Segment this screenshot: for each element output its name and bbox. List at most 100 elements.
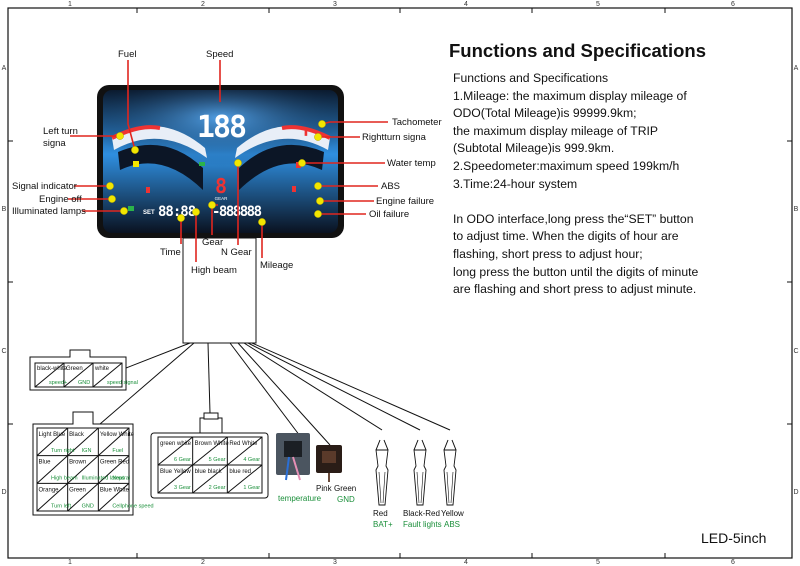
harness-box [182, 237, 257, 344]
grid-diagonal [36, 482, 69, 512]
callout-dot [314, 210, 322, 218]
callout-abs: ABS [381, 181, 400, 192]
spec-title: Functions and Specifications [449, 40, 706, 61]
grid-diagonal [67, 427, 99, 457]
spec-line: Functions and Specifications [453, 71, 609, 85]
callout-fuel: Fuel [118, 49, 136, 60]
terminal-ridge [446, 471, 450, 504]
callout-mileage: Mileage [260, 260, 293, 271]
callout-dot [108, 195, 116, 203]
bullet-wire-1: Black-Red [403, 509, 440, 518]
grid-row-label: C [793, 348, 798, 355]
pin-function: GND [82, 503, 94, 509]
temperature-plug: temperature [276, 433, 322, 503]
temp-plug-wire: Pink [316, 484, 333, 493]
pin-function: High beam [51, 476, 78, 482]
grid-col-label: 1 [68, 1, 72, 8]
terminal-crimp [375, 439, 389, 451]
bullet-label-0: BAT+ [373, 520, 393, 529]
grid-diagonal [192, 436, 228, 466]
grid-diagonal [36, 455, 69, 484]
pin-function: Cellphone speed [112, 503, 153, 509]
callout-speed: Speed [206, 49, 233, 60]
callout-dot [116, 132, 124, 140]
grid-col-label: 3 [333, 1, 337, 8]
grid-diagonal [227, 436, 263, 466]
inner-wedge-left [118, 144, 203, 190]
callout-line [127, 60, 136, 151]
spec-line: are flashing and short press to adjust m… [453, 282, 697, 297]
grid-diagonal [227, 464, 263, 494]
grid-diagonal [97, 427, 130, 457]
bullet-terminal [375, 439, 389, 506]
callout-oil-failure: Oil failure [369, 209, 409, 220]
gnd-plug-wire: Green [334, 484, 356, 493]
temp-bar [292, 186, 296, 192]
callout-left-turn-2: signa [43, 138, 66, 149]
callout-dot [177, 214, 185, 222]
pin-function: 6 Gear [174, 457, 191, 463]
grid-diagonal [67, 482, 99, 512]
grid-diagonal [192, 464, 228, 494]
spec-line: the maximum display mileage of TRIP [453, 123, 659, 138]
gnd-plug-label: GND [337, 495, 355, 504]
callout-dot [131, 146, 139, 154]
grid-col-label: 6 [731, 1, 735, 8]
pin-function: Illuminated lamps [82, 476, 125, 482]
callout-right-turn: Rightturn signa [362, 132, 427, 143]
water-indicator [296, 162, 301, 168]
callout-dot [298, 159, 306, 167]
pin-wire-color: Yellow White [100, 432, 135, 438]
pin-function: IGN [82, 448, 92, 454]
fuel-indicator [133, 161, 139, 167]
pin-wire-color: Blue Yellow [160, 469, 191, 475]
pin-function: Turn left [51, 503, 71, 509]
bullet-terminal [413, 439, 427, 506]
callout-n-gear: N Gear [221, 247, 252, 258]
model-label: LED-5inch [701, 530, 767, 546]
grid-col-label: 1 [68, 559, 72, 566]
grid-row-label: A [2, 65, 7, 72]
dashboard-display: 188 8 GEAR SET 88:88 -888888 ▮ [97, 85, 344, 238]
terminal-ridge [416, 471, 420, 504]
callout-dot [318, 120, 326, 128]
bullet-wire-2: Yellow [441, 509, 464, 518]
grid-col-label: 5 [596, 1, 600, 8]
spec-line: 1.Mileage: the maximum display mileage o… [453, 88, 687, 103]
pin-wire-color: Brown White [195, 441, 230, 447]
terminal-ridge [420, 471, 424, 504]
spec-line: 2.Speedometer:maximum speed 199km/h [453, 158, 680, 173]
harness-wires [99, 342, 451, 446]
callout-engine-off: Engine off [39, 194, 82, 205]
callout-dot [106, 182, 114, 190]
pin-function: Neutral [112, 476, 130, 482]
pin-function: Fuel [112, 448, 123, 454]
spec-line: (Subtotal Mileage)is 999.9km. [453, 141, 615, 156]
callout-lines [68, 60, 388, 262]
spec-line: In ODO interface,long press the“SET” but… [453, 211, 694, 226]
pin-wire-color: Green [69, 487, 86, 493]
callout-water-temp: Water temp [387, 158, 436, 169]
callout-dot [208, 201, 216, 209]
pin-wire-color: Orange [39, 487, 60, 493]
grid-col-label: 6 [731, 559, 735, 566]
spec-line: ODO(Total Mileage)is 99999.9km; [453, 106, 637, 121]
callout-tachometer: Tachometer [392, 117, 442, 128]
gnd-plug: Pink Green GND [316, 445, 356, 504]
grid-row-label: C [1, 348, 6, 355]
spec-body: Functions and Specifications 1.Mileage: t… [453, 70, 793, 299]
pin-wire-color: Blue [39, 460, 52, 466]
terminal-crimp [413, 439, 427, 451]
callout-gear: Gear [202, 237, 223, 248]
pin-function: 4 Gear [243, 457, 260, 463]
callout-dot [314, 133, 322, 141]
pin-wire-color: blue red [229, 469, 251, 475]
pin-function: Turn right [51, 448, 75, 454]
bullet-wire-0: Red [373, 509, 388, 518]
callout-dot [258, 218, 266, 226]
pin-wire-color: black-white [37, 366, 68, 372]
grid-diagonal [97, 482, 130, 512]
tach-arc-right [235, 126, 330, 158]
